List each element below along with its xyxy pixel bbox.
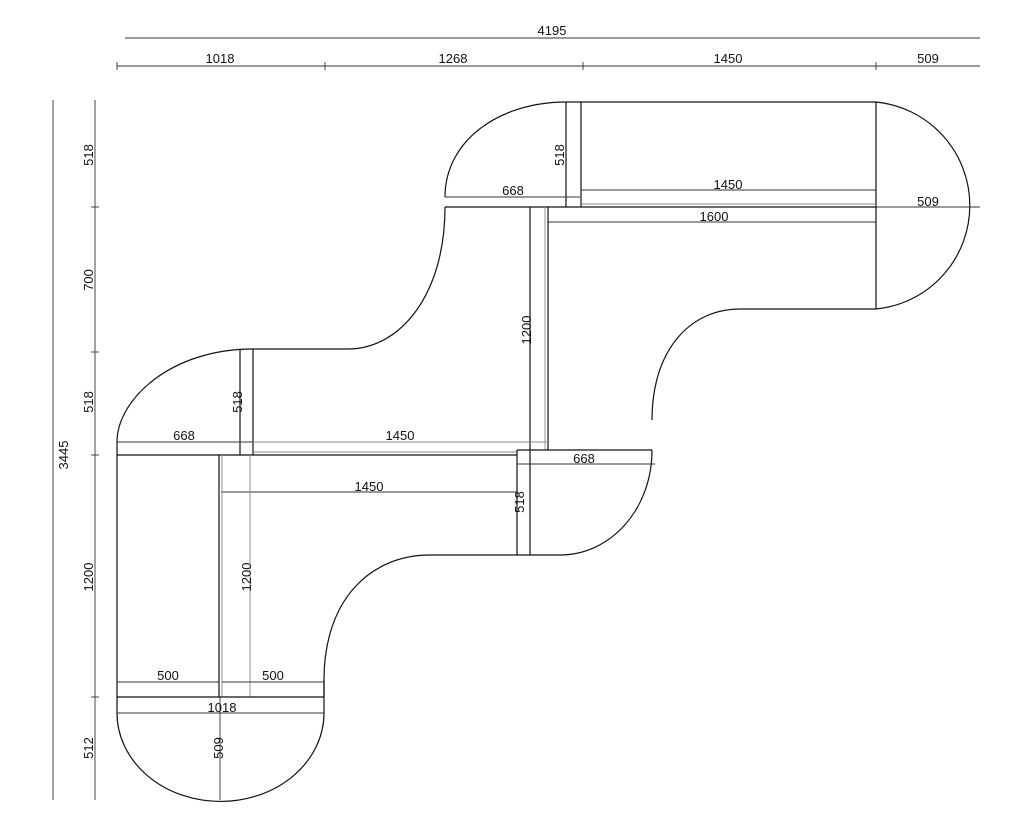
dim-overall-width: 4195 xyxy=(538,23,567,38)
dim-500-left: 500 xyxy=(157,668,179,683)
dim-left-3: 518 xyxy=(81,391,96,413)
dim-right-668: 668 xyxy=(573,451,595,466)
dim-top-1: 1018 xyxy=(206,51,235,66)
dim-mid-1200: 1200 xyxy=(519,316,534,345)
dim-top-509: 509 xyxy=(917,194,939,209)
left-segment-dimensions: 518 700 518 1200 512 xyxy=(81,100,99,800)
top-section: 518 668 1450 509 1600 1200 xyxy=(445,102,980,450)
dim-overall-height: 3445 xyxy=(56,441,71,470)
dim-bottom-1018: 1018 xyxy=(208,700,237,715)
dim-top-1600: 1600 xyxy=(700,209,729,224)
dim-bottom-509: 509 xyxy=(211,737,226,759)
top-segment-dimensions: 1018 1268 1450 509 xyxy=(116,51,980,70)
dim-top-1450: 1450 xyxy=(714,177,743,192)
dim-mid-1450-upper: 1450 xyxy=(386,428,415,443)
dim-mid-668: 668 xyxy=(173,428,195,443)
lower-left-section: 1200 500 500 1018 509 xyxy=(117,455,325,800)
dim-left-1200: 1200 xyxy=(239,563,254,592)
dim-left-5: 512 xyxy=(81,737,96,759)
dim-left-1: 518 xyxy=(81,144,96,166)
dim-top-3: 1450 xyxy=(714,51,743,66)
dim-top-strip: 518 xyxy=(552,144,567,166)
dim-top-668: 668 xyxy=(502,183,524,198)
middle-section: 518 668 1450 668 1450 518 xyxy=(117,349,655,555)
desk-outline xyxy=(116,101,971,802)
dim-left-4: 1200 xyxy=(81,563,96,592)
dim-top-4: 509 xyxy=(917,51,939,66)
dim-left-2: 700 xyxy=(81,269,96,291)
dim-right-strip: 518 xyxy=(512,491,527,513)
dim-top-2: 1268 xyxy=(439,51,468,66)
dim-mid-1450-lower: 1450 xyxy=(355,479,384,494)
left-overall-dimension: 3445 xyxy=(52,100,71,800)
top-overall-dimension: 4195 xyxy=(125,23,980,39)
dim-500-right: 500 xyxy=(262,668,284,683)
dim-mid-strip: 518 xyxy=(230,391,245,413)
